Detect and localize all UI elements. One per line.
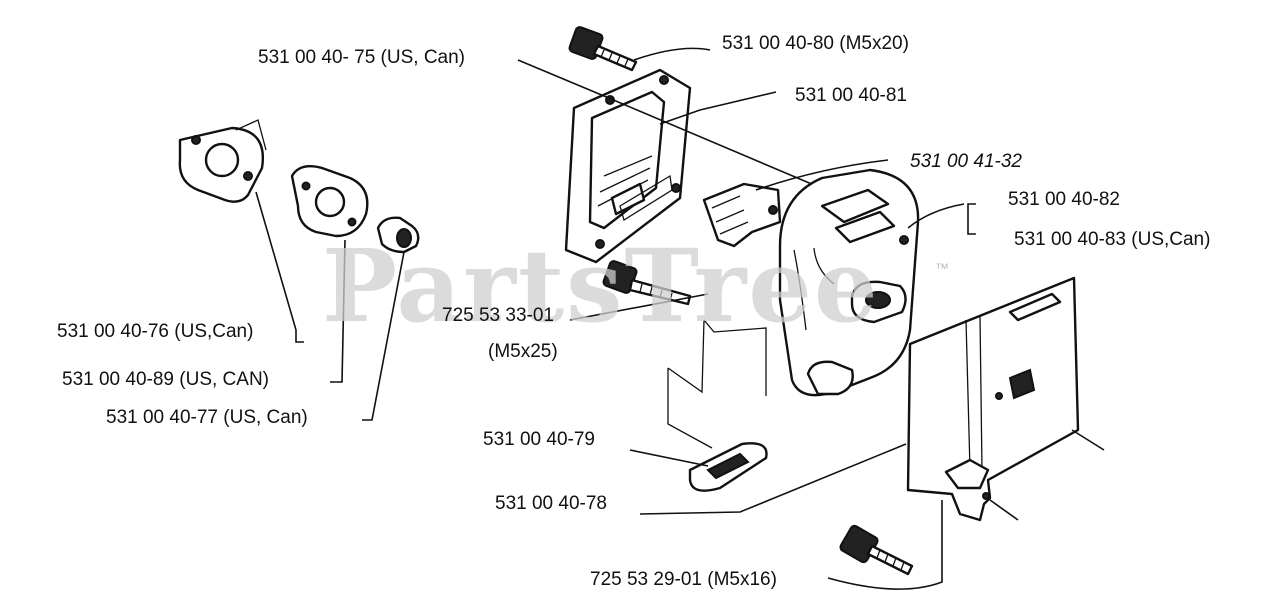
- leader-75: [517, 59, 841, 197]
- muffler-flange-icon: [564, 68, 692, 264]
- label-531004089: 531 00 40-89 (US, CAN): [62, 369, 269, 390]
- leader-77: [362, 251, 405, 421]
- label-725533301: 725 53 33-01: [442, 305, 554, 326]
- leader-8283: [907, 203, 965, 229]
- leader-89: [330, 239, 346, 383]
- label-725532901: 725 53 29-01 (M5x16): [590, 569, 777, 590]
- sleeve-icon: [376, 216, 420, 254]
- leader-shield2: [989, 499, 1019, 521]
- label-531004076: 531 00 40-76 (US,Can): [57, 321, 254, 342]
- leader-4132: [755, 159, 889, 191]
- leader-76: [255, 191, 304, 343]
- label-531004132: 531 00 41-32: [910, 151, 1022, 172]
- leader-2901: [827, 500, 943, 590]
- leader-3301: [569, 293, 709, 321]
- spark-arrester-icon: [667, 319, 767, 449]
- bracket-82-83: [967, 203, 976, 235]
- leader-80: [633, 47, 711, 61]
- muffler-body-icon: [778, 168, 920, 397]
- cooling-plate-icon: [702, 182, 782, 248]
- screw-icon: [568, 26, 638, 72]
- label-531004079: 531 00 40-79: [483, 429, 595, 450]
- trademark-mark: ™: [935, 260, 949, 276]
- label-531004077: 531 00 40-77 (US, Can): [106, 407, 308, 428]
- leader-79: [629, 449, 709, 467]
- label-531004078: 531 00 40-78: [495, 493, 607, 514]
- label-531004082: 531 00 40-82: [1008, 189, 1120, 210]
- leader-shield: [1071, 429, 1105, 451]
- watermark: PartsTree: [322, 227, 880, 345]
- gasket-icon: [688, 442, 768, 492]
- heat-shield-icon: [906, 276, 1080, 522]
- leader-81: [659, 91, 777, 125]
- label-531004081: 531 00 40-81: [795, 85, 907, 106]
- carburetor-spacer-icon: [178, 119, 267, 203]
- leader-78: [639, 443, 907, 515]
- label-725533301-size: (M5x25): [488, 341, 558, 362]
- label-531004080: 531 00 40-80 (M5x20): [722, 33, 909, 54]
- label-531004083: 531 00 40-83 (US,Can): [1014, 229, 1211, 250]
- label-531004075: 531 00 40- 75 (US, Can): [258, 47, 466, 68]
- screw-icon: [602, 260, 692, 306]
- inlet-gasket-icon: [290, 165, 369, 238]
- screw-icon: [839, 524, 914, 576]
